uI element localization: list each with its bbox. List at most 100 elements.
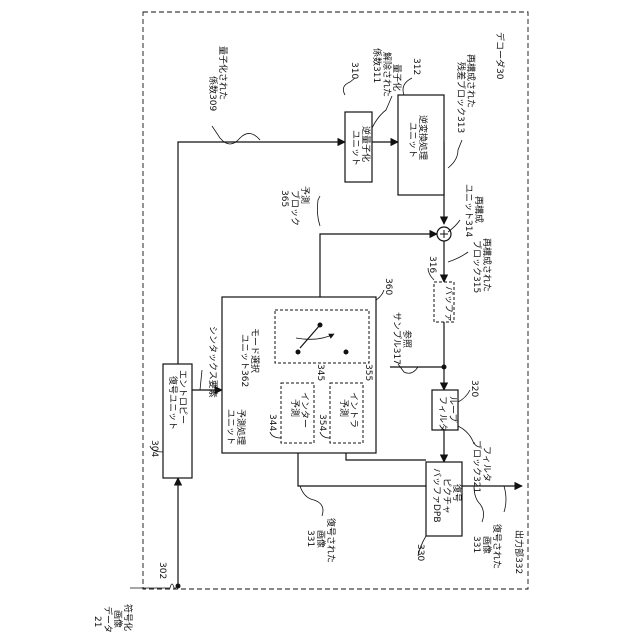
svg-text:355: 355	[363, 364, 373, 381]
decoded-picture-a-leader	[300, 486, 323, 516]
svg-text:モード選択: モード選択	[249, 328, 261, 373]
svg-text:バッファ: バッファ	[443, 286, 454, 322]
svg-text:予測: 予測	[299, 186, 311, 204]
svg-text:フィルタ: フィルタ	[437, 396, 448, 432]
ref-310-leader	[343, 78, 355, 95]
ref-316: 316	[427, 256, 437, 273]
decoded-picture-a-label: 復号された 画像 331	[305, 518, 337, 563]
svg-text:符号化: 符号化	[122, 604, 134, 631]
svg-text:係数311: 係数311	[371, 48, 383, 83]
svg-text:参照: 参照	[401, 330, 413, 348]
svg-text:330: 330	[415, 544, 425, 561]
svg-text:データ: データ	[102, 606, 114, 633]
inter-prediction-unit: インター 予測	[281, 383, 314, 443]
svg-text:ユニット: ユニット	[407, 122, 417, 158]
svg-text:ブロック315: ブロック315	[471, 240, 483, 293]
svg-text:365: 365	[279, 190, 289, 207]
ref-312: 312	[411, 58, 421, 75]
svg-text:画像: 画像	[112, 610, 124, 628]
syntax-leader	[200, 370, 202, 390]
svg-text:残差ブロック313: 残差ブロック313	[455, 62, 467, 133]
adder-icon	[437, 227, 451, 241]
svg-text:逆量子化: 逆量子化	[360, 126, 372, 162]
svg-text:ユニット314: ユニット314	[463, 184, 473, 237]
ref-302: 302	[157, 562, 167, 579]
ref-354: 354	[317, 414, 327, 431]
ref-320-leader	[458, 390, 470, 402]
svg-text:エントロピー: エントロピー	[177, 370, 188, 424]
svg-text:量子化された: 量子化された	[217, 46, 229, 100]
ref-320: 320	[469, 380, 479, 397]
svg-text:復号された: 復号された	[491, 524, 503, 569]
prediction-block-leader	[317, 196, 320, 226]
svg-text:予測: 予測	[289, 399, 301, 417]
svg-text:シンタックス要素: シンタックス要素	[207, 326, 219, 398]
svg-text:312: 312	[411, 58, 421, 75]
svg-text:再構成された: 再構成された	[465, 54, 477, 108]
svg-text:ユニット: ユニット	[350, 130, 360, 166]
ref-360: 360	[383, 278, 393, 295]
svg-text:331: 331	[471, 536, 481, 553]
ref-355: 355	[363, 364, 373, 381]
svg-text:係数309: 係数309	[207, 76, 219, 111]
svg-text:ブロック: ブロック	[289, 190, 301, 226]
reference-sample-leader	[398, 364, 418, 373]
output-leader	[504, 486, 506, 512]
svg-text:バッファDPB: バッファDPB	[431, 468, 442, 523]
svg-text:331: 331	[305, 530, 315, 547]
syntax-element-label: シンタックス要素	[207, 326, 219, 398]
ref-345: 345	[315, 364, 325, 381]
encoded-data-label: 符号化 画像 データ 21	[92, 604, 134, 633]
svg-text:復号された: 復号された	[325, 518, 337, 563]
svg-text:302: 302	[157, 562, 167, 579]
decoder-title: デコーダ30	[494, 32, 506, 80]
quantized-coef-leader	[212, 126, 260, 144]
svg-text:344: 344	[267, 414, 277, 431]
svg-text:量子化: 量子化	[391, 64, 403, 91]
svg-text:ユニット: ユニット	[225, 409, 235, 445]
ref-312-leader	[403, 78, 412, 95]
svg-text:逆変換処理: 逆変換処理	[417, 115, 429, 160]
svg-text:サンプル317: サンプル317	[391, 312, 402, 365]
encoded-data-leader	[130, 584, 176, 588]
quantized-coef-label: 量子化された 係数309	[207, 46, 229, 111]
reference-sample-label: 参照 サンプル317	[391, 312, 413, 365]
ref-304: 304	[149, 440, 159, 457]
svg-text:316: 316	[427, 256, 437, 273]
ref-344: 344	[267, 414, 277, 431]
recon-block-leader	[448, 252, 468, 262]
svg-text:再構成された: 再構成された	[481, 238, 493, 292]
recon-unit-label: 再構成 ユニット314	[463, 184, 485, 237]
filtered-block-label: フィルタ ブロック321	[471, 440, 492, 493]
svg-text:復号: 復号	[451, 484, 463, 502]
svg-text:ピクチャ: ピクチャ	[441, 478, 452, 514]
buffer-unit: バッファ	[434, 282, 454, 322]
svg-text:345: 345	[315, 364, 325, 381]
svg-text:21: 21	[92, 616, 102, 627]
svg-text:解除された: 解除された	[381, 52, 393, 97]
dequantized-coef-label: 量子化 解除された 係数311	[371, 48, 403, 97]
svg-text:ループ: ループ	[447, 396, 458, 422]
entropy-decoding-unit: エントロピー 復号ユニット	[163, 364, 192, 478]
svg-text:ユニット362: ユニット362	[239, 334, 249, 387]
inverse-quantization-unit: 逆量子化 ユニット	[345, 112, 372, 182]
recon-residual-label: 再構成された 残差ブロック313	[455, 54, 477, 133]
svg-text:ブロック321: ブロック321	[471, 440, 483, 493]
recon-unit-leader	[448, 220, 460, 232]
svg-text:再構成: 再構成	[473, 196, 485, 223]
loop-filter-unit: ループ フィルタ	[432, 390, 458, 432]
recon-block-label: 再構成された ブロック315	[471, 238, 493, 293]
prediction-block-label: 予測 ブロック 365	[279, 186, 311, 226]
decoded-picture-buffer: 復号 ピクチャ バッファDPB	[426, 462, 463, 536]
svg-text:予測処理: 予測処理	[235, 409, 247, 445]
svg-text:デコーダ30: デコーダ30	[494, 32, 506, 80]
svg-text:310: 310	[349, 62, 359, 79]
ref-310: 310	[349, 62, 359, 79]
svg-text:イントラ: イントラ	[348, 392, 359, 428]
svg-text:インター: インター	[299, 392, 310, 428]
svg-text:フィルタ: フィルタ	[481, 446, 492, 482]
decoded-picture-b-label: 復号された 画像 331	[471, 524, 503, 569]
svg-text:360: 360	[383, 278, 393, 295]
input-node	[176, 584, 181, 589]
